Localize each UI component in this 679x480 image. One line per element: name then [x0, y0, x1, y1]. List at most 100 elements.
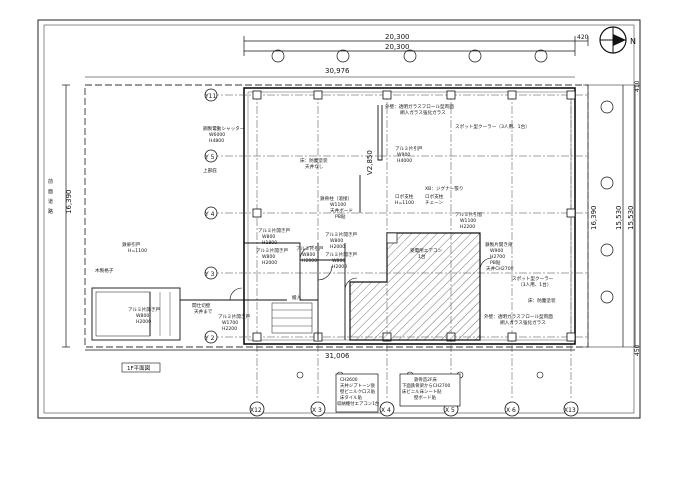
- dim-right-span-b: 15,530: [615, 206, 623, 231]
- grid-bottom-6: X13: [564, 407, 576, 414]
- grid-bottom-1: X12: [250, 407, 262, 414]
- box-left-5: 収納棚付エアコン1台: [337, 400, 380, 407]
- note-glass-top-1: 外壁：透明ガラスフロール型両面: [385, 103, 454, 110]
- note-al-window-3: H2200: [460, 224, 475, 230]
- note-left-door-5b: W800: [332, 258, 345, 264]
- note-glass-top-2: 網入ガラス強化ガラス: [400, 109, 446, 116]
- note-al-upper-2: W900: [397, 152, 410, 158]
- left-annex: [91, 287, 313, 341]
- spec-box-right: 鉄骨造2F床 下面鉄骨梁からCH2700 床ビニル床シート貼 壁ボード貼: [399, 373, 461, 407]
- dim-top-right-offset: 420: [577, 34, 589, 41]
- note-glass-bottom-2: 網入ガラス強化ガラス: [500, 319, 546, 326]
- note-stair-door-1: アルミ片開き戸: [218, 313, 251, 320]
- note-al-window-2: W1100: [460, 218, 476, 224]
- box-left-4: 床タイル貼: [340, 394, 363, 401]
- note-al-window-1: アルミ片引窓: [455, 211, 483, 218]
- note-left-door-5c: H2000: [332, 264, 347, 270]
- box-right-4: 壁ボード貼: [414, 394, 437, 401]
- note-spot-cooler-2b: （3人用、1台）: [518, 281, 551, 288]
- note-right-door-4: PB貼: [490, 259, 501, 266]
- dim-top-overall: 20,300: [385, 33, 410, 41]
- site-boundary: [84, 84, 589, 348]
- sheet-border-inner: [43, 24, 635, 414]
- box-left-2: 天井ジプトーン張: [340, 382, 376, 389]
- note-glass-bottom-1: 外壁：透明ガラスフロール型両面: [484, 313, 553, 320]
- dim-top-inner: 20,300: [385, 43, 410, 51]
- grid-bottom-2: X 3: [312, 407, 322, 414]
- dim-right-top-offset: 410: [634, 80, 641, 92]
- note-partition-1: 間仕切壁: [192, 302, 211, 309]
- note-right-door-2: W900: [490, 248, 503, 254]
- top-dimensions: 20,300 20,300 420 30,976: [85, 33, 589, 78]
- note-frame-4: PB貼: [335, 213, 346, 220]
- note-gate-1: 鉄扉引戸: [122, 241, 141, 248]
- note-post-b-1: ロボ支柱: [425, 193, 444, 200]
- note-post-a-2: H=1100: [395, 200, 414, 206]
- bottom-dimension: 31,006: [85, 349, 575, 360]
- note-post-b-2: チェーン: [425, 200, 444, 206]
- note-left-door-4a: アルミ片引戸: [296, 245, 324, 252]
- dim-interior-v: V2,850: [366, 150, 374, 175]
- note-left-door-3c: H2000: [262, 260, 277, 266]
- door-swings: [229, 245, 493, 301]
- note-left-door-2a: アルミ片開き戸: [325, 231, 358, 238]
- note-left-door-5a: アルミ片開き戸: [325, 251, 358, 258]
- grid-lines: [211, 92, 588, 398]
- left-text-2: 面: [48, 189, 53, 195]
- grid-left-4: Y 3: [204, 271, 215, 278]
- note-small-door-1: アルミ片開き戸: [128, 306, 161, 313]
- note-left-door-3b: W800: [262, 254, 275, 260]
- left-grid-markers: Y11 Y 5 Y 4 Y 3 Y 2: [204, 88, 218, 344]
- note-floor-right: 床：防塵塗装: [528, 297, 556, 304]
- note-hatched-2: 1台: [418, 253, 426, 260]
- box-left-1: CH2600: [340, 377, 358, 383]
- note-right-door-1: 鉄製片開き扉: [485, 241, 513, 248]
- box-right-1: 鉄骨造2F床: [414, 376, 437, 383]
- spec-box-left: CH2600 天井ジプトーン張 壁ビニルクロス貼 床タイル貼 収納棚付エアコン1…: [335, 373, 380, 413]
- note-frame-3: 天井ボード: [330, 207, 353, 214]
- note-partition-2: 天井まで: [194, 308, 213, 315]
- right-dimensions: 410 16,390 15,530 15,530 450: [583, 80, 641, 356]
- note-left-door-4b: W800: [302, 252, 315, 258]
- note-gate-2: H=1100: [128, 248, 147, 254]
- note-chain: XB：ジグナー張り: [425, 185, 463, 192]
- note-frame-2: W1100: [330, 202, 346, 208]
- note-stair-door-2: W1700: [222, 320, 238, 326]
- note-left-door-2c: H2000: [330, 244, 345, 250]
- note-shutter-2: W6000: [209, 132, 225, 138]
- note-small-door-3: H2000: [136, 319, 151, 325]
- grid-bottom-5: X 6: [506, 407, 516, 414]
- grid-bottom-3: X 4: [381, 407, 391, 414]
- dim-right-span-a: 16,390: [590, 206, 598, 231]
- note-spot-cooler-1: スポット型クーラー（3人用、1台）: [455, 123, 530, 130]
- note-hatched-1: 受電所エアコン: [410, 247, 443, 254]
- dim-right-span-c: 15,530: [627, 206, 635, 231]
- note-frame-1: 鉄骨柱（溶接）: [320, 195, 352, 202]
- left-dimension: 16,390: [62, 84, 73, 348]
- north-arrow: N: [599, 26, 636, 54]
- note-left-door-4c: H2000: [302, 258, 317, 264]
- box-right-3: 床ビニル床シート貼: [402, 388, 442, 395]
- note-left-door-3a: アルミ片開き戸: [256, 247, 289, 254]
- note-small-door-2: W800: [136, 313, 149, 319]
- dim-right-bottom-offset: 450: [634, 344, 641, 356]
- north-label: N: [630, 37, 636, 46]
- note-entrance: 搬入: [292, 294, 302, 301]
- note-al-upper-3: H4000: [397, 158, 412, 164]
- note-right-door-3: H2700: [490, 254, 505, 260]
- right-grid-markers: [600, 100, 614, 304]
- box-left-3: 壁ビニルクロス貼: [340, 388, 376, 395]
- drawing-title-text: 1F平面図: [127, 365, 151, 372]
- grid-bottom-4: X 5: [445, 407, 455, 414]
- dim-bottom: 31,006: [325, 352, 350, 360]
- note-left-door-1a: アルミ片開き戸: [258, 227, 291, 234]
- sheet-border-outer: [37, 19, 641, 419]
- left-margin-text: 前 面 道 路: [48, 178, 53, 215]
- note-left-door-2b: W800: [330, 238, 343, 244]
- note-shutter-1: 鋼製電動シャッター: [203, 125, 245, 132]
- note-right-door-5: 天井CH2700: [486, 265, 514, 272]
- grid-left-3: Y 4: [204, 211, 215, 218]
- grid-left-5: Y 2: [204, 335, 215, 342]
- drawing-title: 1F平面図: [121, 362, 161, 373]
